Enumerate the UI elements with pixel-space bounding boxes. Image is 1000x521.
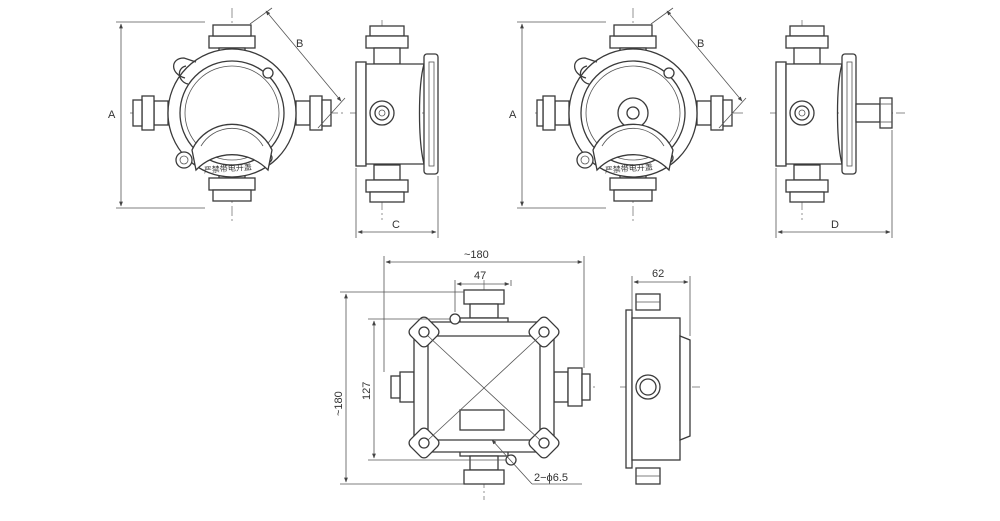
side-view-right: D [770,20,905,238]
dim-width-180: ~180 [464,249,489,261]
dim-d-label: D [831,219,839,231]
dim-b-label-2: B [697,38,704,50]
side-view-left: C [350,20,440,238]
dim-holes-label: 2−ϕ6.5 [534,472,568,484]
dim-a-label-1: A [108,109,116,121]
warning-label: 严禁带电开盖 [204,162,253,175]
dim-b-label-1: B [296,38,303,50]
square-side-view: 62 [620,268,700,485]
dim-hole-offset-47: 47 [474,270,486,282]
dim-a-label-2: A [509,109,517,121]
dim-hole-spacing-127: 127 [361,382,373,400]
dim-height-180: ~180 [333,391,345,416]
dim-depth-62: 62 [652,268,664,280]
square-front-view: ~180 47 ~180 127 2−ϕ6.5 [333,249,595,500]
warning-label-2: 严禁带电开盖 [605,162,654,175]
dim-c-label: C [392,219,400,231]
front-view-left: 严禁带电开盖 A B [108,7,346,222]
front-view-right: 严禁带电开盖 A B [509,7,747,222]
